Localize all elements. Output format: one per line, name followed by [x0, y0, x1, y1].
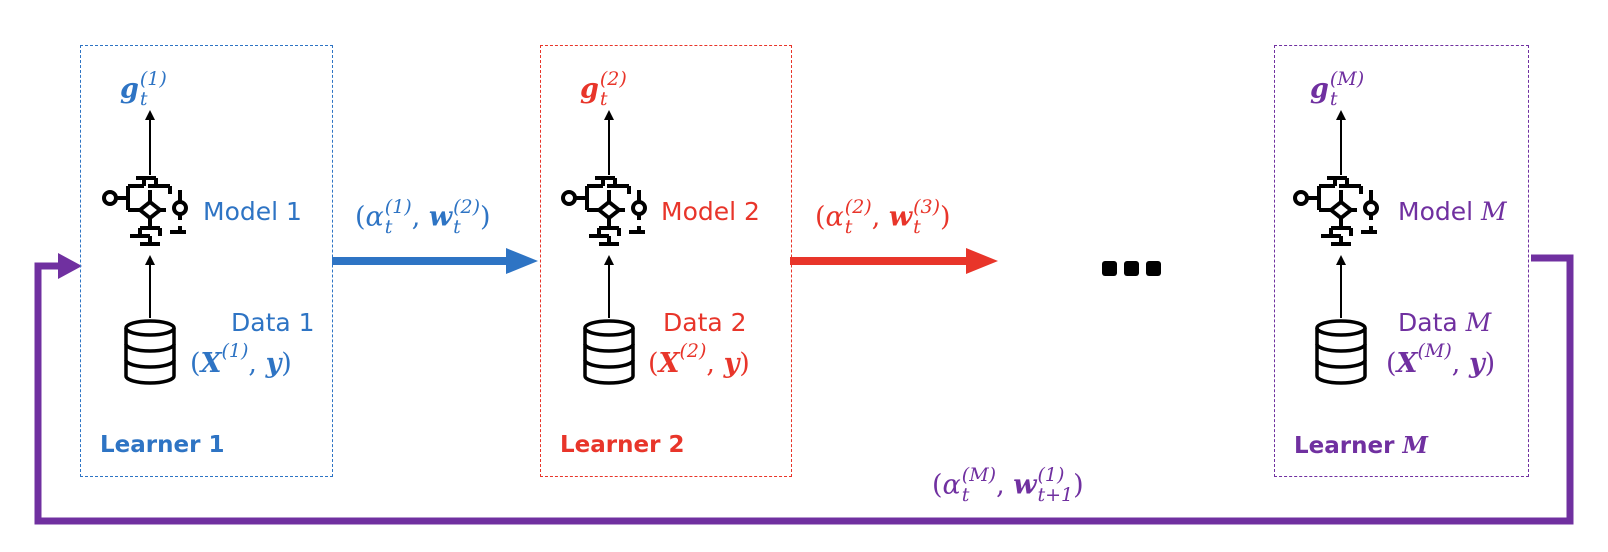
dataset-m-y: y [1468, 348, 1485, 379]
gradient-2-base: g [580, 73, 599, 105]
dataset-2-y: y [723, 348, 740, 379]
gradient-1-sub: t [139, 87, 148, 110]
transfer-2-alpha-sup: (2) [844, 196, 872, 218]
dataset-2-sep: , [706, 348, 724, 379]
dataset-m-open: ( [1386, 348, 1397, 379]
dataset-m-x: X [1396, 348, 1418, 379]
data-m-prefix: Data [1398, 308, 1458, 337]
dataset-m-sep: , [1451, 348, 1469, 379]
gradient-1-base: g [120, 73, 139, 105]
learner-2-model-label: Model 2 [661, 197, 760, 226]
data-2-index: 2 [730, 308, 747, 337]
model-2-index: 2 [744, 197, 760, 226]
data-1-prefix: Data [231, 308, 291, 337]
learner-m-title-prefix: Learner [1294, 433, 1395, 459]
transfer-2-w-sup: (3) [913, 196, 941, 218]
transfer-arrow-2 [790, 248, 998, 274]
model-m-index: M [1481, 197, 1507, 226]
dataset-2-open: ( [648, 348, 659, 379]
transfer-1-label: (α(1)t, w(2)t) [355, 196, 491, 238]
database-icon [583, 319, 635, 385]
learner-1-model-label: Model 1 [203, 197, 302, 226]
model-network-icon [102, 176, 188, 246]
dataset-2-sup: (2) [679, 340, 707, 362]
learner-1-gradient: g(1)t [120, 68, 167, 110]
learner-2-title: Learner 2 [560, 432, 684, 458]
gradient-m-sub: t [1329, 87, 1338, 110]
transfer-2-w: w [888, 201, 913, 233]
transfer-1-w-sup: (2) [453, 196, 481, 218]
dataset-m-sup: (M) [1417, 340, 1452, 362]
transfer-1-w-sub: t [453, 215, 461, 238]
dataset-1-x: X [200, 348, 222, 379]
feedback-loop-arrow [34, 253, 1574, 525]
learner-2-title-prefix: Learner [560, 432, 661, 458]
model-2-prefix: Model [661, 197, 737, 226]
learner-1-title-prefix: Learner [100, 432, 201, 458]
data-m-index: M [1465, 308, 1492, 337]
learner-2-box [540, 45, 792, 477]
dataset-1-sep: , [248, 348, 266, 379]
dataset-2-close: ) [739, 348, 750, 379]
transfer-2-label: (α(2)t, w(3)t) [815, 196, 951, 238]
learner-m-box [1274, 45, 1529, 477]
dataset-1-y: y [265, 348, 282, 379]
ellipsis-icon [1102, 261, 1161, 276]
learner-m-data-label: Data M [1398, 308, 1491, 337]
learner-m-gradient: g(M)t [1310, 68, 1365, 110]
model-1-index: 1 [286, 197, 302, 226]
gradient-1-sup: (1) [139, 68, 167, 90]
learner-m-model-label: Model M [1398, 197, 1507, 226]
learner-m-title: Learner M [1294, 432, 1428, 459]
learner-2-data-label: Data 2 [663, 308, 747, 337]
transfer-arrow-1 [332, 248, 538, 274]
database-icon [1315, 319, 1367, 385]
transfer-m-w-sub: t+1 [1037, 483, 1074, 506]
dataset-1-sup: (1) [221, 340, 249, 362]
transfer-m-alpha: α [942, 469, 961, 501]
transfer-m-label: (α(M)t, w(1)t+1) [932, 464, 1084, 506]
transfer-m-alpha-sub: t [961, 483, 970, 506]
model-network-icon [561, 176, 647, 246]
transfer-1-alpha-sup: (1) [384, 196, 412, 218]
transfer-m-w-sup: (1) [1037, 464, 1065, 486]
learner-m-title-index: M [1402, 432, 1428, 459]
transfer-1-alpha: α [365, 201, 384, 233]
learner-2-title-index: 2 [668, 432, 685, 458]
gradient-2-sub: t [599, 87, 608, 110]
data-1-index: 1 [298, 308, 315, 337]
gradient-m-sup: (M) [1329, 68, 1365, 90]
model-network-icon [1293, 176, 1379, 246]
dataset-m-close: ) [1484, 348, 1496, 379]
model-1-prefix: Model [203, 197, 279, 226]
learner-1-title-index: 1 [208, 432, 225, 458]
transfer-1-w: w [428, 201, 453, 233]
learner-2-gradient: g(2)t [580, 68, 627, 110]
learner-1-data-label: Data 1 [231, 308, 315, 337]
learner-2-dataset: (X(2), y) [648, 342, 750, 379]
gradient-m-base: g [1310, 73, 1329, 105]
learner-m-dataset: (X(M), y) [1386, 342, 1496, 379]
data-2-prefix: Data [663, 308, 723, 337]
transfer-1-alpha-sub: t [384, 215, 393, 238]
transfer-m-alpha-sup: (M) [961, 464, 997, 486]
learner-1-dataset: (X(1), y) [190, 342, 292, 379]
dataset-1-open: ( [190, 348, 201, 379]
transfer-m-w: w [1013, 469, 1037, 501]
transfer-2-w-sub: t [913, 215, 921, 238]
dataset-2-x: X [658, 348, 680, 379]
dataset-1-close: ) [281, 348, 292, 379]
learner-1-title: Learner 1 [100, 432, 224, 458]
model-m-prefix: Model [1398, 197, 1474, 226]
transfer-2-alpha-sub: t [844, 215, 853, 238]
transfer-2-alpha: α [825, 201, 844, 233]
learner-1-box [80, 45, 333, 477]
database-icon [124, 319, 176, 385]
gradient-2-sup: (2) [599, 68, 627, 90]
